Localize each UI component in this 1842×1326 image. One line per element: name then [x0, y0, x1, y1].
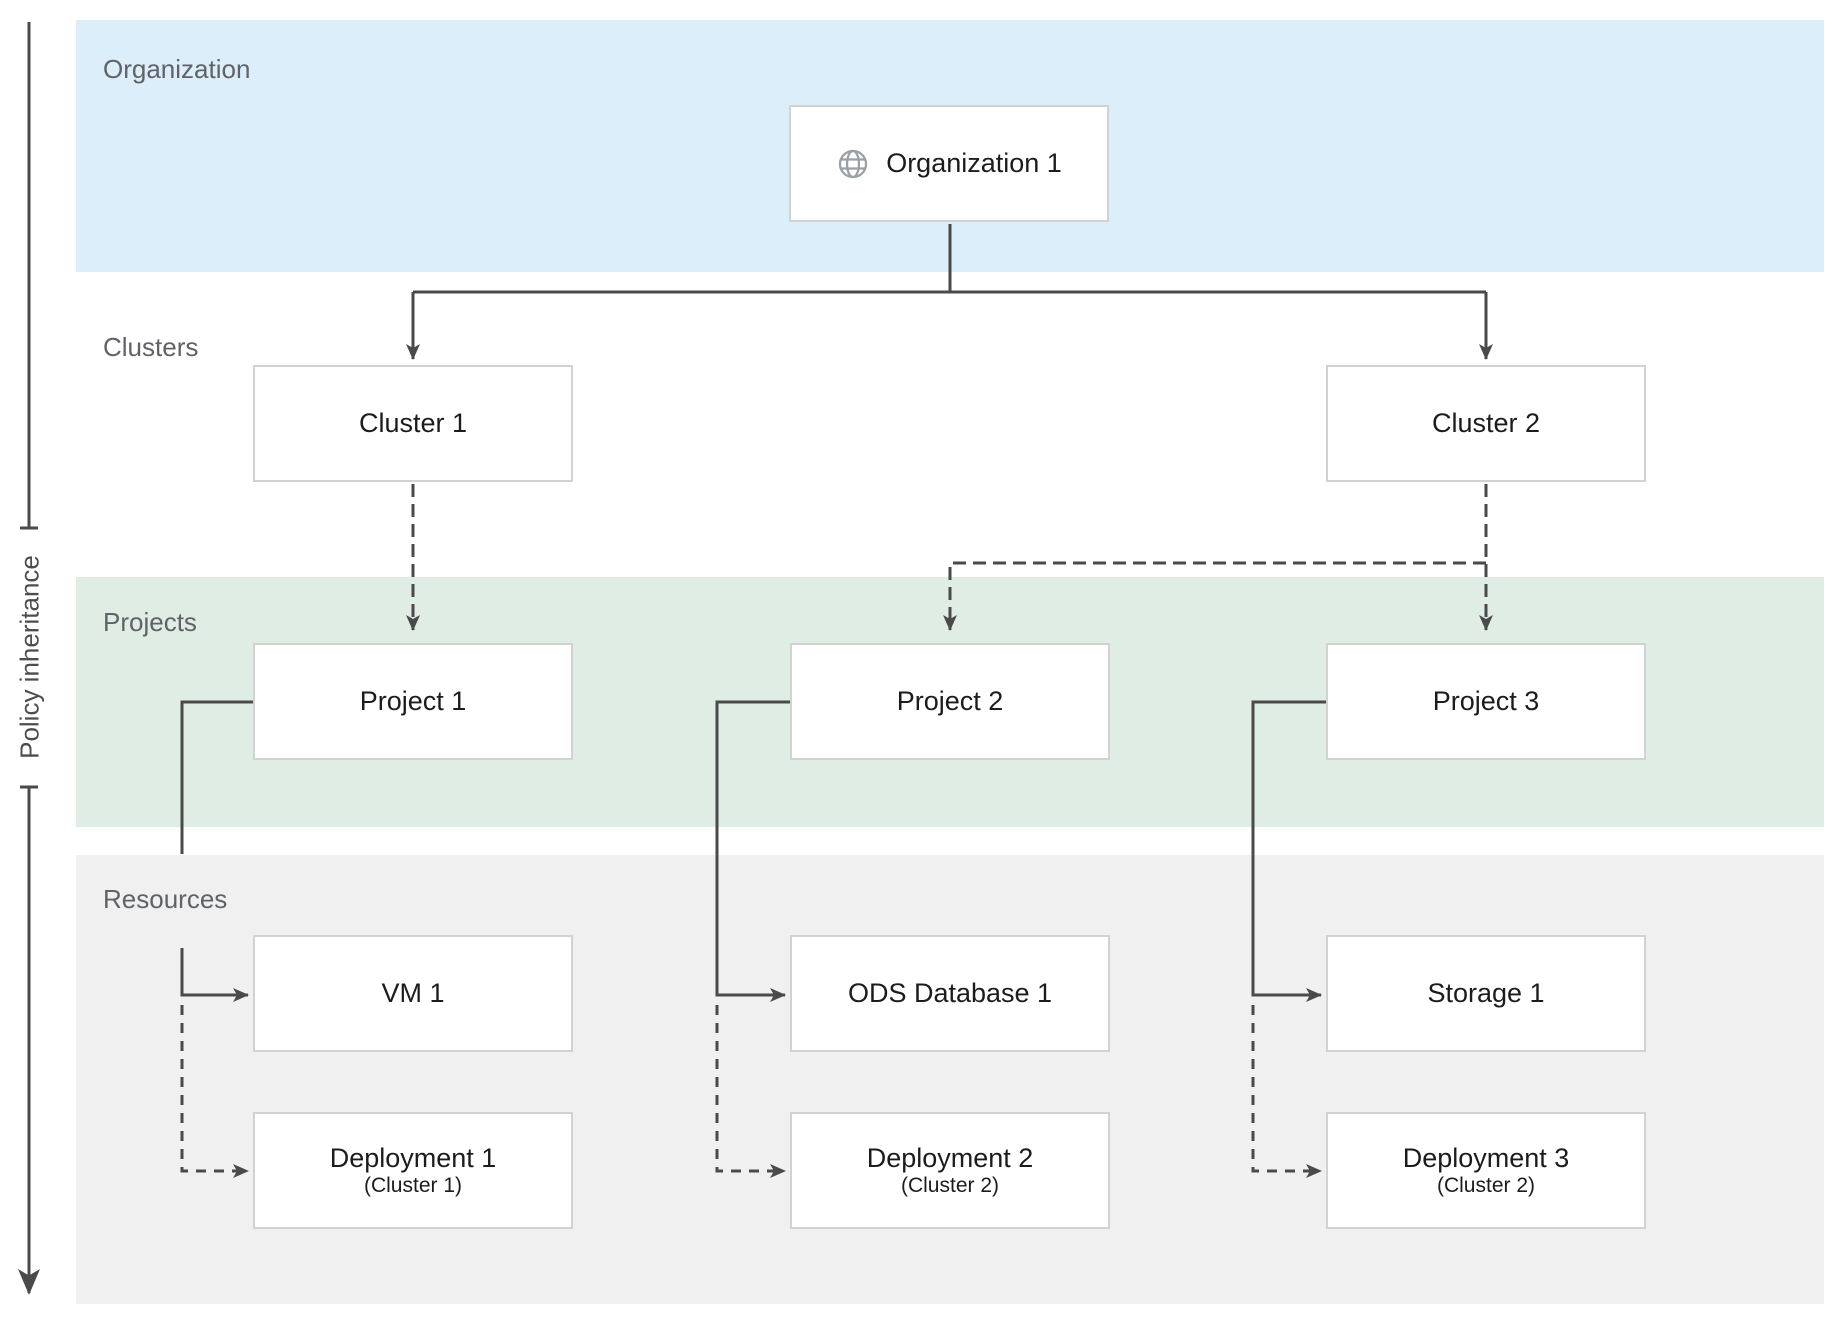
band-label-clusters: Clusters	[103, 332, 199, 362]
policy-inheritance-label: Policy inheritance	[14, 555, 45, 759]
band-resources	[76, 855, 1824, 1304]
band-label-organization: Organization	[103, 54, 251, 84]
node-label: Storage 1	[1427, 978, 1545, 1008]
node-label: Project 1	[359, 686, 467, 716]
node-sublabel: (Cluster 2)	[900, 1173, 1000, 1197]
connector-project1-branch-upper	[180, 700, 253, 854]
node-organization-1: Organization 1	[789, 105, 1109, 222]
connector-project1-to-vm1	[180, 948, 249, 1002]
node-label: Deployment 1	[329, 1142, 497, 1173]
node-deployment-1: Deployment 1 (Cluster 1)	[253, 1112, 573, 1229]
connector-project1-to-deployment1	[180, 1005, 249, 1178]
node-label: ODS Database 1	[847, 978, 1053, 1008]
node-label: Cluster 1	[358, 408, 468, 438]
node-cluster-1: Cluster 1	[253, 365, 573, 482]
node-cluster-2: Cluster 2	[1326, 365, 1646, 482]
node-label: Project 2	[896, 686, 1004, 716]
connector-project2-to-ods1	[715, 700, 790, 1002]
connector-project3-to-storage1	[1251, 700, 1326, 1002]
node-sublabel: (Cluster 2)	[1436, 1173, 1536, 1197]
node-label: Organization 1	[886, 148, 1062, 178]
node-deployment-2: Deployment 2 (Cluster 2)	[790, 1112, 1110, 1229]
node-label: Cluster 2	[1431, 408, 1541, 438]
node-label: Deployment 2	[866, 1142, 1034, 1173]
node-project-2: Project 2	[790, 643, 1110, 760]
node-label: Deployment 3	[1402, 1142, 1570, 1173]
node-project-3: Project 3	[1326, 643, 1646, 760]
band-label-projects: Projects	[103, 607, 197, 637]
node-sublabel: (Cluster 1)	[363, 1173, 463, 1197]
connector-cluster2-to-project2	[943, 561, 1486, 631]
band-label-resources: Resources	[103, 884, 228, 914]
node-project-1: Project 1	[253, 643, 573, 760]
globe-icon	[836, 147, 870, 181]
node-ods-database-1: ODS Database 1	[790, 935, 1110, 1052]
connector-project3-to-deployment3	[1251, 1005, 1322, 1178]
node-vm-1: VM 1	[253, 935, 573, 1052]
connector-project2-to-deployment2	[715, 1005, 786, 1178]
node-deployment-3: Deployment 3 (Cluster 2)	[1326, 1112, 1646, 1229]
node-label: Project 3	[1432, 686, 1540, 716]
node-label: VM 1	[381, 978, 445, 1008]
node-storage-1: Storage 1	[1326, 935, 1646, 1052]
